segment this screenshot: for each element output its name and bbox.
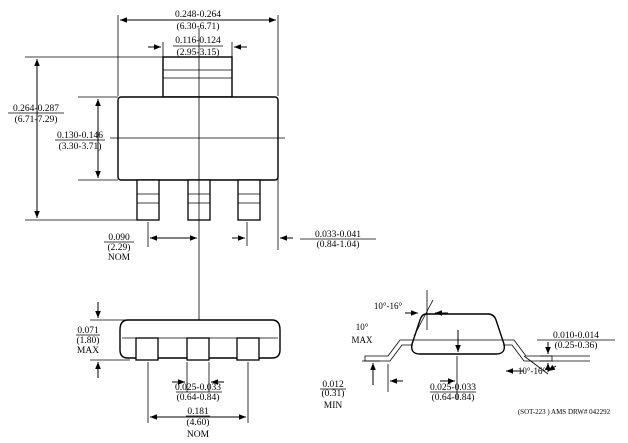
thickness-inch: 0.010-0.014 [553,331,599,341]
drawing-number: (SOT-223 ) AMS DRW# 042292 [518,408,611,416]
standoff-mm: (0.31) [322,388,345,399]
top-lead-1 [136,179,160,221]
angle-left-note: MAX [351,335,373,345]
top-tab [162,56,233,98]
lead-width-dimension: 0.033-0.041 (0.84-1.04) [232,222,376,250]
side-view: 10°-16° 10° MAX 0.010-0.014 (0.25-0.36) … [320,290,615,411]
body-length-mm: (3.30-3.71) [59,141,102,152]
lead-pitch-inch: 0.090 [108,233,130,243]
front-lead-1 [135,337,159,361]
standoff-note: MIN [324,401,343,411]
overall-length-mm: (6.71-7.29) [15,114,58,125]
pitch-note: NOM [187,430,210,440]
standoff-inch: 0.012 [322,380,344,390]
height-inch: 0.071 [77,326,99,336]
side-lead-left [364,339,413,362]
tab-width-mm: (2.95-3.15) [177,47,220,58]
angle-left-value: 10° [356,322,369,332]
front-lead-width-mm: (0.64-0.84) [177,392,220,403]
top-lead-3 [237,179,261,221]
overall-width-inch: 0.248-0.264 [175,10,221,20]
tab-width-inch: 0.116-0.124 [175,36,221,46]
overall-length-dimension: 0.264-0.287 (6.71-7.29) [8,59,64,218]
overall-length-inch: 0.264-0.287 [13,104,59,114]
foot-length-mm: (0.64-0.84) [432,392,475,403]
body-length-dimension: 0.130-0.146 (3.30-3.71) [55,99,105,178]
foot-length-inch: 0.025-0.033 [430,383,476,393]
lead-pitch-mm: (2.29) [108,242,131,253]
overall-width-dimension: 0.248-0.264 (6.30-6.71) [120,10,276,32]
tab-width-dimension: 0.116-0.124 (2.95-3.15) [148,36,247,58]
front-lead-2 [186,337,210,361]
front-lead-3 [236,337,260,361]
angle-right: 10°-16° [518,366,547,376]
height-note: MAX [77,346,99,356]
overall-width-mm: (6.30-6.71) [177,21,220,32]
lead-pitch-dimension: 0.090 (2.29) NOM [104,222,197,263]
front-lead-width-inch: 0.025-0.033 [175,383,221,393]
top-view: 0.248-0.264 (6.30-6.71) 0.116-0.124 (2.9… [8,10,376,332]
lead-pitch-note: NOM [108,253,131,263]
lead-width-inch: 0.033-0.041 [315,230,361,240]
lead-width-mm: (0.84-1.04) [317,239,360,250]
height-mm: (1.80) [77,335,100,346]
top-body [117,96,279,181]
angle-top: 10°-16° [374,301,403,311]
pitch-mm: (4.60) [187,417,210,428]
thickness-mm: (0.25-0.36) [555,340,598,351]
side-lead-right [503,339,553,362]
body-length-inch: 0.130-0.146 [57,131,103,141]
pitch-inch: 0.181 [187,407,209,417]
front-view: 0.071 (1.80) MAX 0.025-0.033 (0.64-0.84)… [76,302,281,440]
